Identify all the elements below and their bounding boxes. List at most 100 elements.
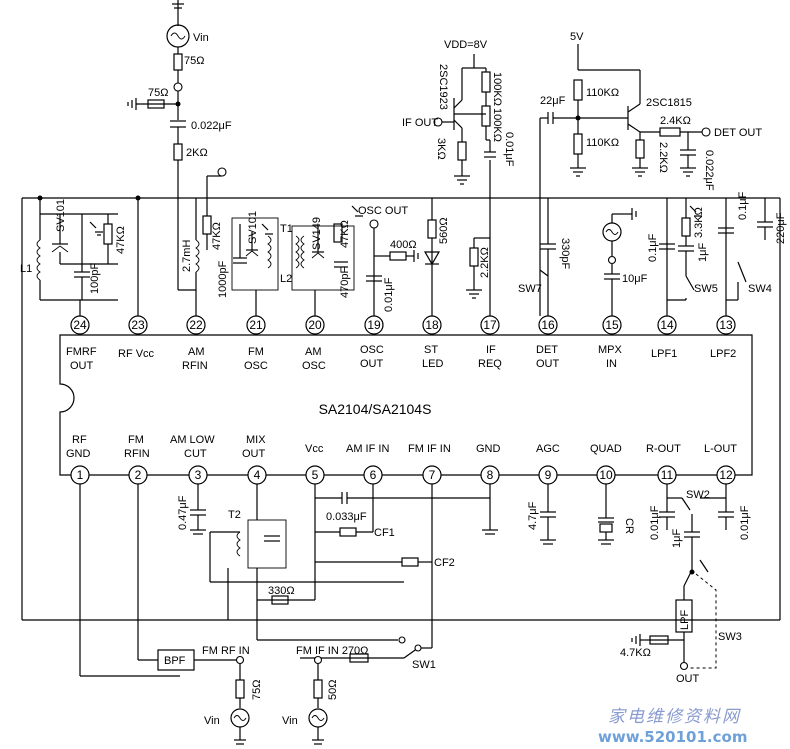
svg-text:Vcc: Vcc: [305, 443, 324, 455]
svg-text:2SC1815: 2SC1815: [646, 97, 692, 109]
lpf-network: 0.1μF 3.3KΩ 1μF SW5 0.1μF SW4 220μF: [647, 191, 787, 316]
svg-text:OUT: OUT: [536, 358, 560, 370]
svg-text:4.7μF: 4.7μF: [527, 501, 539, 530]
svg-text:47KΩ: 47KΩ: [339, 220, 351, 248]
svg-text:FMRF: FMRF: [66, 346, 97, 358]
svg-text:Vin: Vin: [204, 715, 220, 727]
svg-text:AM IF IN: AM IF IN: [346, 443, 389, 455]
svg-text:22: 22: [189, 318, 203, 332]
svg-text:100pF: 100pF: [89, 263, 101, 294]
svg-text:OUT: OUT: [360, 358, 384, 370]
svg-text:2.2KΩ: 2.2KΩ: [657, 142, 669, 173]
svg-text:SW2: SW2: [686, 489, 710, 501]
svg-text:75Ω: 75Ω: [184, 55, 204, 67]
svg-text:ST: ST: [424, 344, 438, 356]
svg-text:11: 11: [661, 468, 674, 482]
svg-text:1: 1: [77, 468, 84, 482]
svg-text:5: 5: [312, 468, 319, 482]
svg-text:47KΩ: 47KΩ: [211, 222, 223, 250]
svg-text:RF Vcc: RF Vcc: [118, 348, 155, 360]
svg-text:0.47μF: 0.47μF: [177, 495, 189, 530]
svg-text:FM IF IN: FM IF IN: [408, 443, 451, 455]
svg-text:110KΩ: 110KΩ: [586, 137, 619, 149]
if-filter-section: T2 0.033μF CF1 CF2 330Ω: [209, 484, 498, 640]
svg-text:Vin: Vin: [282, 715, 298, 727]
audio-output-section: 0.01μF 0.01μF SW2 1μF LPF 4.7KΩ OUT SW3: [620, 484, 751, 685]
svg-text:10: 10: [599, 468, 613, 482]
svg-text:RF: RF: [72, 434, 87, 446]
svg-text:R-OUT: R-OUT: [646, 443, 681, 455]
svg-text:0.022μF: 0.022μF: [191, 120, 232, 132]
svg-text:CF2: CF2: [434, 557, 455, 569]
svg-text:0.01μF: 0.01μF: [503, 132, 515, 167]
svg-text:LED: LED: [422, 358, 443, 370]
watermark-cn: 家电维修资料网: [608, 707, 741, 727]
svg-text:OSC OUT: OSC OUT: [358, 205, 408, 217]
svg-text:18: 18: [425, 318, 439, 332]
svg-text:0.01μF: 0.01μF: [739, 505, 751, 540]
svg-text:SV101: SV101: [55, 199, 67, 232]
stereo-led: 560Ω: [423, 198, 450, 316]
am-osc-tank: T1 SV149 47KΩ 470pF: [280, 205, 363, 316]
svg-text:SW4: SW4: [748, 283, 772, 295]
svg-text:OUT: OUT: [676, 673, 700, 685]
svg-text:SW3: SW3: [718, 631, 742, 643]
if-out-buffer: VDD=8V 2SC1923 100KΩ 100KΩ IF OUT 3KΩ 0.…: [402, 39, 515, 185]
svg-text:LPF2: LPF2: [710, 348, 736, 360]
svg-text:SW7: SW7: [518, 283, 542, 295]
svg-text:AM: AM: [305, 346, 322, 358]
det-out-pin: 330pF SW7: [518, 198, 571, 316]
svg-text:3: 3: [195, 468, 202, 482]
svg-text:12: 12: [719, 468, 733, 482]
svg-text:8: 8: [487, 468, 494, 482]
svg-text:220μF: 220μF: [775, 212, 787, 244]
svg-text:23: 23: [131, 318, 145, 332]
svg-text:OUT: OUT: [70, 360, 94, 372]
det-out-buffer: 5V 110KΩ 110KΩ 22μF 2SC1815 2.4KΩ DET OU…: [539, 31, 762, 316]
svg-text:1μF: 1μF: [671, 529, 683, 548]
svg-text:T1: T1: [280, 223, 293, 235]
svg-text:OSC: OSC: [244, 360, 268, 372]
svg-text:AM: AM: [188, 346, 205, 358]
svg-text:IF: IF: [486, 344, 496, 356]
svg-text:330pF: 330pF: [559, 238, 571, 269]
svg-text:330Ω: 330Ω: [268, 585, 295, 597]
svg-text:24: 24: [73, 318, 87, 332]
fm-rf-tank: L1 SV101 100pF 47KΩ: [20, 198, 127, 301]
svg-text:MIX: MIX: [246, 434, 266, 446]
supply-rail: [21, 195, 781, 621]
svg-text:RFIN: RFIN: [124, 448, 150, 460]
svg-text:9: 9: [545, 468, 552, 482]
svg-text:CR: CR: [623, 518, 635, 534]
am-rf-input-chain: Vin 75Ω 75Ω 0.022μF 2KΩ: [127, 0, 232, 316]
svg-text:50Ω: 50Ω: [327, 680, 339, 700]
bottom-pins: RF GND 1 FM RFIN 2 AM LOW CUT 3 MIX OUT …: [66, 434, 737, 485]
svg-text:0.022μF: 0.022μF: [703, 150, 715, 191]
svg-text:AM LOW: AM LOW: [170, 434, 215, 446]
svg-text:75Ω: 75Ω: [251, 680, 263, 700]
svg-text:400Ω: 400Ω: [390, 239, 417, 251]
svg-text:SW5: SW5: [694, 283, 718, 295]
svg-text:7: 7: [429, 468, 436, 482]
svg-text:GND: GND: [66, 448, 91, 460]
svg-text:OSC: OSC: [302, 360, 326, 372]
svg-text:0.01μF: 0.01μF: [649, 505, 661, 540]
svg-text:FM: FM: [128, 434, 144, 446]
svg-text:0.033μF: 0.033μF: [326, 511, 367, 523]
svg-text:MPX: MPX: [598, 344, 623, 356]
svg-text:560Ω: 560Ω: [438, 217, 450, 244]
svg-text:470pF: 470pF: [339, 267, 351, 298]
svg-text:Vin: Vin: [193, 32, 209, 44]
svg-text:QUAD: QUAD: [590, 443, 622, 455]
svg-text:15: 15: [605, 318, 619, 332]
svg-text:2: 2: [135, 468, 142, 482]
svg-text:2KΩ: 2KΩ: [186, 147, 208, 159]
svg-text:1μF: 1μF: [697, 243, 709, 262]
svg-text:0.01μF: 0.01μF: [383, 277, 395, 312]
svg-text:110KΩ: 110KΩ: [586, 87, 619, 99]
osc-out-network: OSC OUT 400Ω 0.01μF: [358, 205, 419, 316]
ic-name: SA2104/SA2104S: [319, 401, 432, 417]
svg-text:OSC: OSC: [360, 344, 384, 356]
svg-text:SV101: SV101: [247, 211, 259, 244]
